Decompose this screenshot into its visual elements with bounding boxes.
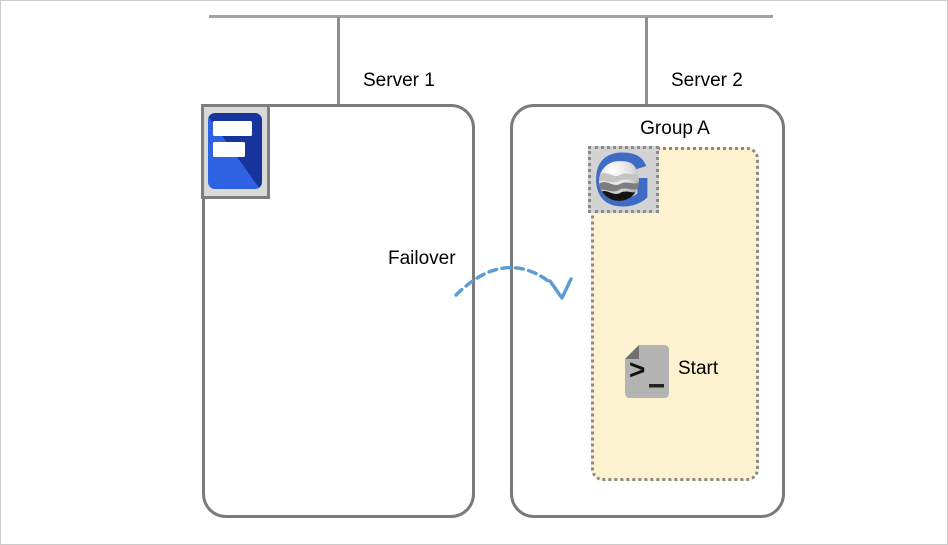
server1-label: Server 1 [363,70,435,91]
failover-label: Failover [388,248,456,269]
svg-text:>: > [629,354,645,385]
start-resource-label: Start [678,358,719,379]
cluster-group-icon-glyph: G [593,150,652,210]
network-bus-line [209,15,773,18]
cluster-group-icon: G [588,146,659,213]
server1-connector-line [337,17,340,105]
server-icon [201,104,270,199]
server2-label: Server 2 [671,70,743,91]
server2-connector-line [645,17,648,106]
start-script-icon: > [625,345,669,398]
server-icon-glyph [208,113,262,189]
failover-arrow-icon [454,265,573,300]
group-a-label: Group A [640,118,710,139]
